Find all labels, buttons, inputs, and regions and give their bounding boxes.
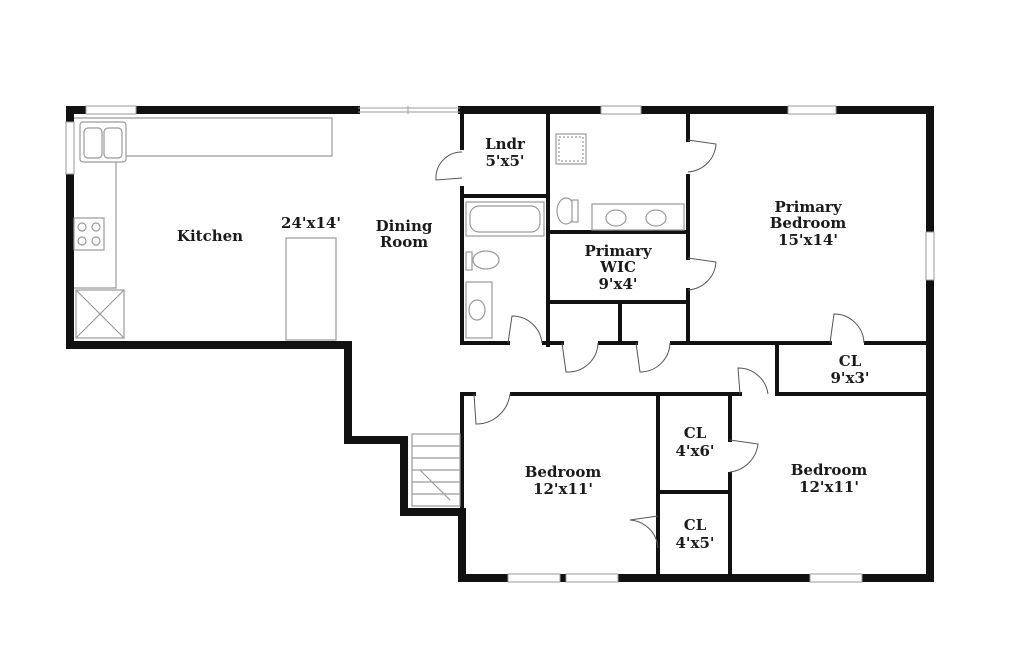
laundry-size: 5'x5' <box>485 152 524 170</box>
primary-wic-size: 9'x4' <box>598 275 637 293</box>
interior-walls <box>460 110 928 576</box>
shower-icon <box>555 133 587 165</box>
stairs <box>411 433 461 507</box>
stove-icon <box>73 217 105 251</box>
primary-wic-name-line1: Primary <box>584 242 652 260</box>
closet-lower-name: CL <box>684 516 707 534</box>
bedroom-left-name: Bedroom <box>525 463 602 481</box>
double-vanity-icon <box>591 203 685 231</box>
closet-main-name: CL <box>839 352 862 370</box>
kitchen-island <box>285 237 337 341</box>
closet-lower-size: 4'x5' <box>675 534 714 552</box>
dining-name-line2: Room <box>380 233 428 251</box>
kitchen-fixtures <box>73 117 337 341</box>
primary-bedroom-name-line1: Primary <box>774 198 842 216</box>
closet-main-size: 9'x3' <box>830 369 869 387</box>
refrigerator-icon <box>75 289 125 339</box>
kitchen-name: Kitchen <box>177 227 243 245</box>
doors <box>435 139 865 549</box>
bedroom-right-name: Bedroom <box>791 461 868 479</box>
closet-upper-name: CL <box>684 424 707 442</box>
laundry-name: Lndr <box>485 135 526 153</box>
sink-icon <box>465 281 493 339</box>
windows <box>65 105 935 583</box>
toilet-icon <box>465 250 500 271</box>
bedroom-right-size: 12'x11' <box>799 478 859 496</box>
closet-upper-size: 4'x6' <box>675 442 714 460</box>
bath-fixtures <box>465 133 685 339</box>
sink-icon <box>79 121 127 163</box>
room-labels: Kitchen 24'x14' Dining Room Lndr 5'x5' P… <box>177 135 870 552</box>
bathtub-icon <box>465 201 545 237</box>
sliding-door <box>358 106 460 114</box>
exterior-walls <box>66 106 934 582</box>
kitchen-size: 24'x14' <box>281 214 341 232</box>
dining-name-line1: Dining <box>376 217 433 235</box>
primary-bedroom-size: 15'x14' <box>778 231 838 249</box>
primary-wic-name-line2: WIC <box>599 258 636 276</box>
bedroom-left-size: 12'x11' <box>533 480 593 498</box>
primary-bedroom-name-line2: Bedroom <box>770 214 847 232</box>
toilet-icon <box>556 197 579 225</box>
